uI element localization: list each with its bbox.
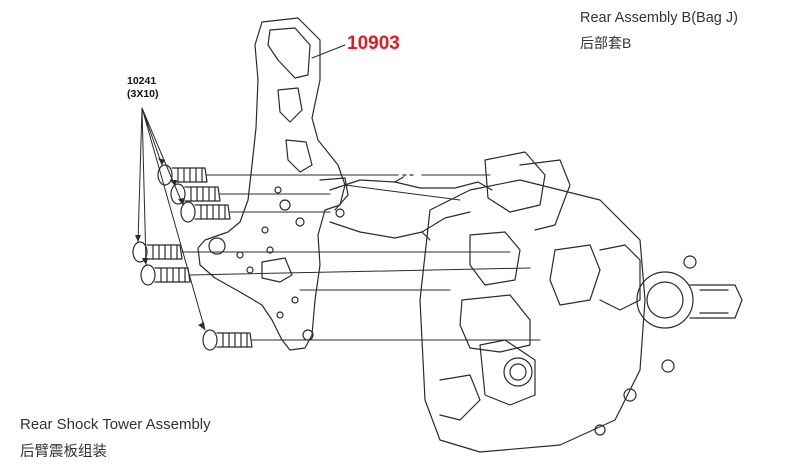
caption-chinese: 后臂震板组装 [20,444,107,460]
screw-1 [157,164,208,186]
assembly-title-chinese: 后部套B [580,35,632,51]
screw-callout: 10241 (3X10) [127,75,159,101]
screw-6 [202,329,253,351]
assembly-title: Rear Assembly B(Bag J) [580,10,738,26]
screw-size: (3X10) [127,88,159,100]
screw-set [132,164,253,351]
link-bar [329,175,493,241]
assembly-guide-lines [181,173,541,341]
screw-part-number: 10241 [127,75,157,87]
rear-shock-tower [197,17,349,351]
tower-leader [311,44,346,59]
leader-lines [137,44,346,331]
rear-gearbox [419,151,743,453]
screw-2 [170,183,221,205]
caption-english: Rear Shock Tower Assembly [20,416,211,433]
screw-4 [132,241,183,263]
screw-3 [180,201,231,223]
tower-part-number: 10903 [347,33,400,54]
leader-arrowheads [135,158,205,330]
screw-5 [140,264,191,286]
